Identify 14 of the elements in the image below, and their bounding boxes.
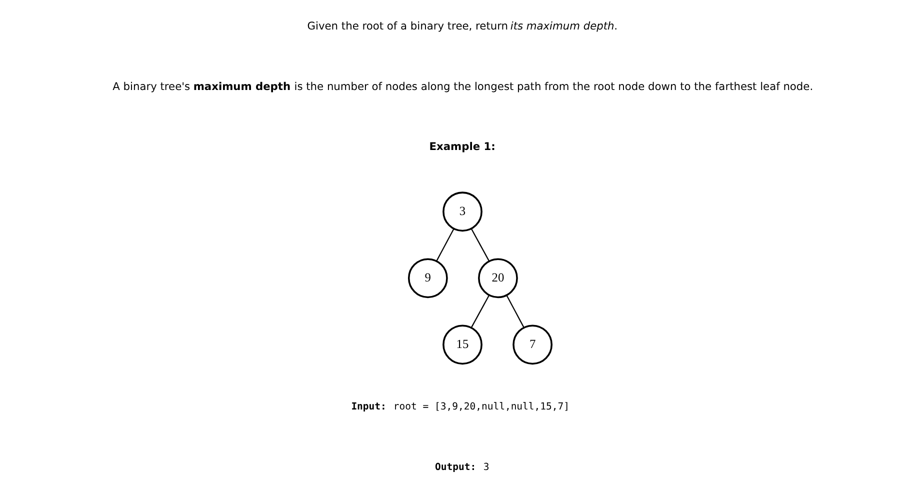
label: Input: root = [3,9,20,null,null,15,7]	[350, 402, 570, 413]
node-circle: 15	[442, 324, 482, 365]
node-circle: 3	[442, 192, 482, 232]
label: Output: 3	[434, 462, 489, 473]
label: Example 1:	[428, 140, 495, 154]
label: Given the root of a binary tree, return its maximum depth.	[306, 19, 618, 32]
label: A binary tree's maximum depth is the number of nodes along the longest path from the root node down to the farthest leaf node.	[112, 80, 813, 93]
node-circle: 9	[407, 258, 448, 298]
connector	[470, 295, 490, 328]
node-circle: 7	[512, 324, 552, 365]
connector	[436, 228, 454, 262]
connector	[506, 295, 524, 328]
connector	[470, 228, 490, 262]
node-circle: 20	[478, 258, 518, 298]
